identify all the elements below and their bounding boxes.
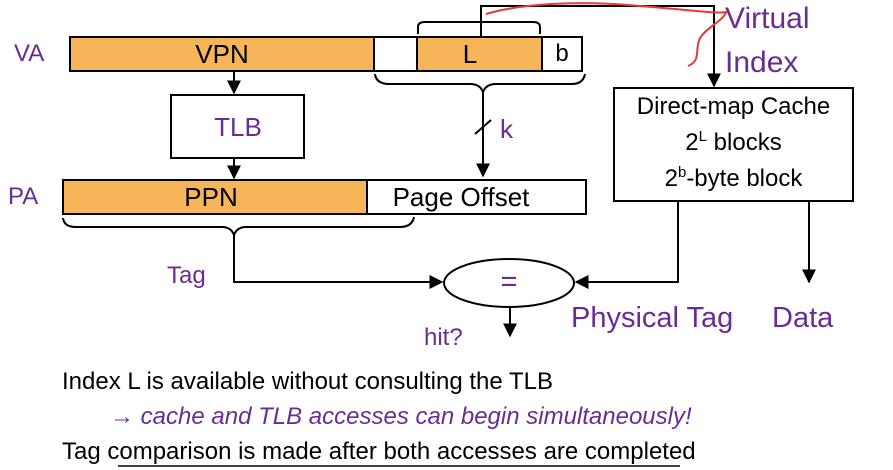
tlb-label: TLB [214, 112, 262, 142]
cache-title: Direct-map Cache [636, 93, 831, 120]
k-slash [474, 119, 492, 135]
l-top-brace [417, 21, 541, 34]
tag-path [233, 235, 444, 289]
va-label: VA [14, 40, 45, 67]
ppn-label: PPN [184, 182, 238, 212]
va-register [69, 36, 583, 72]
cache-to-compare-path [574, 201, 679, 289]
tag-label: Tag [167, 262, 206, 289]
va-gap-field [373, 36, 418, 72]
red-annotation [485, 2, 728, 67]
page-offset-label: Page Offset [392, 182, 530, 212]
note-line-2: → cache and TLB accesses can begin simul… [110, 403, 692, 430]
virtual-index-path [480, 5, 721, 88]
hit-label: hit? [424, 324, 463, 351]
pa-register [62, 179, 587, 215]
cache-blocksize-line: 2b-byte block [664, 164, 803, 192]
va-offset-brace [374, 73, 586, 95]
k-label: k [500, 114, 513, 144]
index-label: Index [725, 46, 799, 79]
note-line-3: Tag comparison is made after both access… [62, 438, 696, 465]
cache-blocks-line: 2L blocks [685, 128, 782, 156]
cache-text: Direct-map Cache 2L blocks 2b-byte block [614, 89, 853, 197]
ppn-field [62, 179, 368, 215]
data-label: Data [772, 302, 834, 334]
tlb-box [170, 94, 305, 159]
ppn-brace [62, 216, 415, 238]
virtual-label: Virtual [725, 2, 810, 35]
cache-box [613, 87, 854, 202]
l-field [416, 36, 543, 72]
vpn-field [69, 36, 375, 72]
page-offset-field [366, 179, 587, 215]
l-label: L [462, 39, 478, 69]
b-field [541, 36, 583, 72]
b-label: b [555, 40, 569, 67]
note-line-1: Index L is available without consulting … [62, 368, 553, 395]
vpn-label: VPN [195, 39, 249, 69]
physical-tag-label: Physical Tag [571, 302, 734, 334]
pa-label: PA [8, 183, 39, 210]
equals-label: = [500, 266, 518, 298]
